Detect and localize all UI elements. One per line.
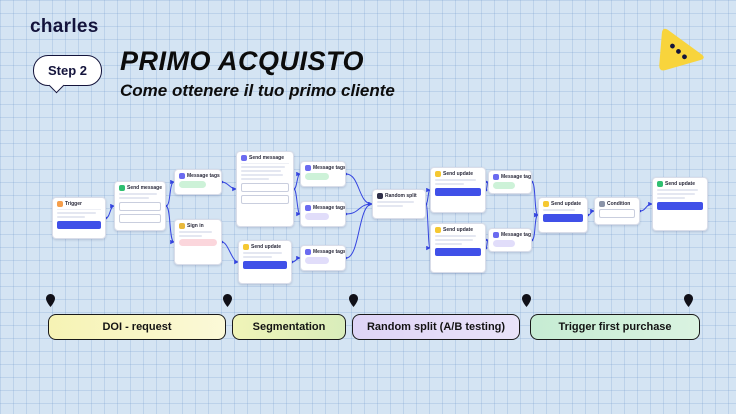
tag-pill bbox=[305, 257, 330, 264]
status-pill bbox=[179, 239, 217, 246]
text-line bbox=[241, 178, 269, 180]
step-badge: Step 2 bbox=[33, 55, 103, 86]
update-icon bbox=[435, 171, 441, 177]
flow-node-message-tags-6[interactable]: Message tags bbox=[488, 228, 532, 252]
flow-node-sign-in[interactable]: Sign in bbox=[174, 219, 222, 265]
flow-node-send-update-3[interactable]: Send update bbox=[430, 223, 486, 273]
text-line bbox=[241, 174, 284, 176]
text-line bbox=[241, 170, 282, 172]
tag-icon bbox=[305, 205, 311, 211]
node-action-button[interactable] bbox=[543, 214, 583, 222]
flow-node-condition[interactable]: Condition bbox=[594, 197, 640, 225]
text-line bbox=[657, 189, 699, 191]
tag-pill bbox=[179, 181, 207, 188]
text-line bbox=[57, 216, 86, 218]
text-line bbox=[119, 197, 150, 199]
update-icon bbox=[543, 201, 549, 207]
brand-paper-plane-icon bbox=[659, 28, 704, 71]
node-option-button[interactable] bbox=[241, 195, 289, 204]
text-line bbox=[241, 166, 286, 168]
node-action-button[interactable] bbox=[435, 248, 481, 256]
text-line bbox=[543, 209, 575, 211]
node-action-button[interactable] bbox=[435, 188, 481, 196]
flow-node-message-tags-2[interactable]: Message tags bbox=[300, 161, 346, 187]
node-option-button[interactable] bbox=[241, 183, 289, 192]
node-option-button[interactable] bbox=[119, 202, 161, 211]
section-pin bbox=[684, 294, 693, 307]
flow-node-random-split[interactable]: Random split bbox=[372, 189, 426, 219]
text-line bbox=[435, 179, 477, 181]
text-line bbox=[657, 197, 685, 199]
page-subtitle: Come ottenere il tuo primo cliente bbox=[120, 81, 395, 100]
text-line bbox=[435, 243, 462, 245]
node-action-button[interactable] bbox=[243, 261, 287, 269]
split-icon bbox=[377, 193, 383, 199]
flow-node-trigger[interactable]: Trigger bbox=[52, 197, 106, 239]
text-line bbox=[57, 212, 96, 214]
tag-icon bbox=[305, 249, 311, 255]
text-line bbox=[377, 205, 403, 207]
tag-icon bbox=[493, 174, 499, 180]
node-option-button[interactable] bbox=[599, 209, 635, 218]
tag-icon bbox=[493, 232, 499, 238]
trigger-icon bbox=[57, 201, 63, 207]
text-line bbox=[243, 256, 273, 258]
text-line bbox=[119, 193, 157, 195]
text-line bbox=[435, 183, 465, 185]
update-icon bbox=[435, 227, 441, 233]
text-line bbox=[179, 231, 212, 233]
tag-icon bbox=[305, 165, 311, 171]
text-line bbox=[435, 239, 473, 241]
section-label-doi-request: DOI - request bbox=[48, 314, 226, 340]
node-action-button[interactable] bbox=[657, 202, 703, 210]
page-title: PRIMO ACQUISTO bbox=[120, 46, 365, 76]
condition-icon bbox=[599, 201, 605, 207]
flow-node-send-message-2[interactable]: Send message bbox=[236, 151, 294, 227]
text-line bbox=[243, 252, 282, 254]
flow-node-message-tags-5[interactable]: Message tags bbox=[488, 170, 532, 194]
flow-node-message-tags-1[interactable]: Message tags bbox=[174, 169, 222, 195]
section-pin bbox=[223, 294, 232, 307]
section-pin bbox=[349, 294, 358, 307]
text-line bbox=[179, 235, 202, 237]
section-pin bbox=[46, 294, 55, 307]
node-option-button[interactable] bbox=[119, 214, 161, 223]
tag-pill bbox=[305, 173, 330, 180]
section-label-trigger-first-purchase: Trigger first purchase bbox=[530, 314, 700, 340]
text-line bbox=[377, 201, 414, 203]
section-label-random-split: Random split (A/B testing) bbox=[352, 314, 520, 340]
flow-node-message-tags-4[interactable]: Message tags bbox=[300, 245, 346, 271]
tag-icon bbox=[179, 173, 185, 179]
sign-in-icon bbox=[179, 223, 185, 229]
flow-node-send-update-5[interactable]: Send update bbox=[652, 177, 708, 231]
section-label-segmentation: Segmentation bbox=[232, 314, 346, 340]
tag-pill bbox=[493, 182, 515, 189]
flow-node-send-update-4[interactable]: Send update bbox=[538, 197, 588, 233]
update-icon bbox=[657, 181, 663, 187]
update-icon bbox=[243, 244, 249, 250]
node-action-button[interactable] bbox=[57, 221, 101, 229]
brand-logo: charles bbox=[30, 16, 99, 37]
text-line bbox=[657, 193, 695, 195]
section-pin bbox=[522, 294, 531, 307]
flow-node-send-update-2[interactable]: Send update bbox=[430, 167, 486, 213]
message-icon bbox=[241, 155, 247, 161]
flow-node-send-update-1[interactable]: Send update bbox=[238, 240, 292, 284]
message-icon bbox=[119, 185, 125, 191]
flow-node-send-message-1[interactable]: Send message bbox=[114, 181, 166, 231]
flow-node-message-tags-3[interactable]: Message tags bbox=[300, 201, 346, 227]
tag-pill bbox=[493, 240, 515, 247]
tag-pill bbox=[305, 213, 330, 220]
text-line bbox=[435, 235, 477, 237]
